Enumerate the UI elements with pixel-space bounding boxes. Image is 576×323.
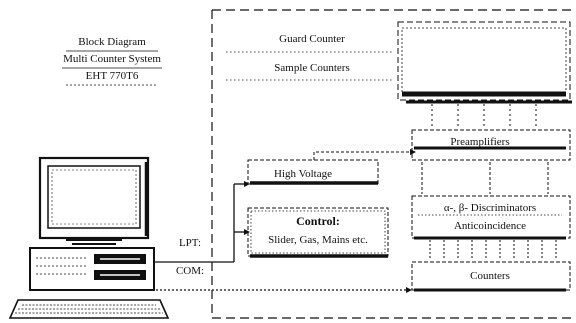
- high-voltage-block: High Voltage: [248, 160, 378, 184]
- detector-signal-lines: [432, 104, 536, 128]
- pc-illustration: [10, 158, 168, 318]
- keyboard-icon: [10, 300, 168, 318]
- guard-counter-label: Guard Counter: [279, 33, 345, 45]
- discriminators-label: α-, β- Discriminators: [444, 202, 536, 214]
- legend: Block Diagram Multi Counter System EHT 7…: [62, 36, 162, 85]
- control-block: Control: Slider, Gas, Mains etc.: [248, 208, 388, 256]
- com-port-label: COM:: [176, 265, 204, 277]
- legend-title: Block Diagram: [78, 36, 146, 48]
- counters-label: Counters: [470, 270, 510, 282]
- lpt-port-label: LPT:: [179, 237, 201, 249]
- preamplifiers-block: Preamplifiers: [412, 130, 570, 160]
- anticoincidence-label: Anticoincidence: [454, 220, 526, 232]
- legend-model: EHT 770T6: [86, 70, 139, 82]
- control-title: Control:: [296, 214, 340, 228]
- counters-block: Counters: [412, 262, 570, 290]
- detector-housing: [398, 22, 572, 102]
- legend-subtitle: Multi Counter System: [63, 53, 161, 65]
- sample-counters-label: Sample Counters: [274, 62, 349, 74]
- system-unit-icon: [30, 248, 154, 290]
- com-line: COM:: [156, 265, 412, 293]
- preamplifiers-label: Preamplifiers: [450, 136, 509, 148]
- lpt-bus: LPT:: [152, 181, 250, 262]
- control-items: Slider, Gas, Mains etc.: [268, 234, 368, 246]
- detector-labels: Guard Counter Sample Counters: [226, 33, 394, 80]
- high-voltage-label: High Voltage: [274, 168, 332, 180]
- discriminators-block: α-, β- Discriminators Anticoincidence: [412, 196, 570, 238]
- monitor-icon: [40, 158, 148, 244]
